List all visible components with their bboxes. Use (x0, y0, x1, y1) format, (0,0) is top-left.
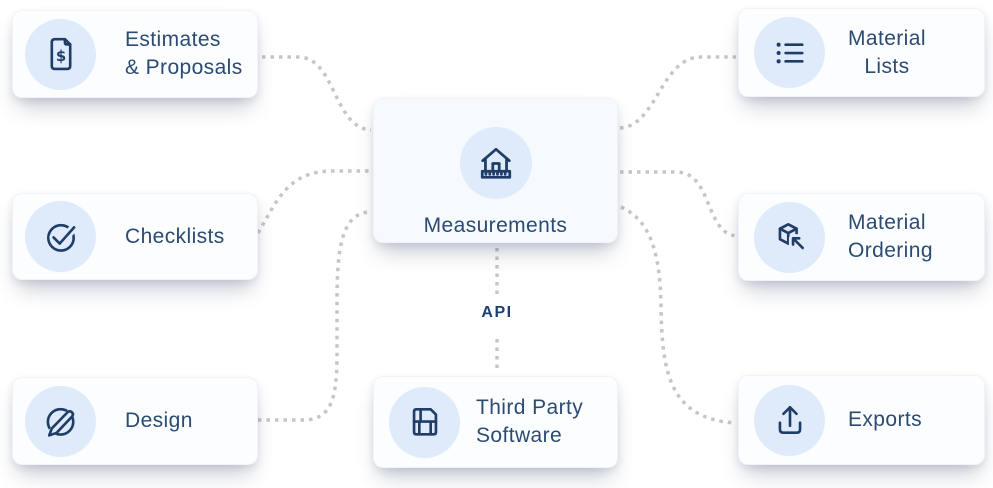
node-label: Measurements (424, 212, 568, 240)
node-label-line: Material (848, 26, 926, 50)
node-label-line: Checklists (125, 224, 225, 248)
connector-measurements-to-material-ordering (620, 170, 737, 238)
document-dollar-icon: $ (25, 18, 96, 90)
node-estimates-proposals: $ Estimates & Proposals (12, 10, 258, 98)
node-label-line: Lists (864, 54, 910, 78)
floppy-disk-icon (389, 386, 460, 458)
node-label-line: Ordering (848, 239, 933, 262)
upload-tray-icon (754, 384, 825, 456)
check-circle-icon (25, 201, 96, 272)
node-label: Third Party Software (476, 394, 583, 449)
connector-design-to-measurements (258, 210, 372, 422)
node-label-line: Measurements (423, 214, 568, 237)
node-label: Exports (848, 406, 922, 434)
node-label-line: Design (125, 409, 193, 433)
node-label-line: Software (476, 424, 563, 447)
node-label-line: Third Party (476, 396, 584, 420)
connector-measurements-to-material-lists (619, 55, 736, 130)
node-label: Material Lists (848, 25, 926, 80)
connector-estimates-to-measurements (262, 55, 372, 132)
node-measurements: Measurements (373, 98, 618, 243)
node-label-line: & Proposals (125, 56, 243, 79)
node-design: Design (12, 377, 258, 465)
node-label: Estimates & Proposals (125, 26, 243, 81)
node-material-ordering: Material Ordering (738, 193, 985, 281)
node-exports: Exports (738, 375, 985, 465)
node-checklists: Checklists (12, 193, 258, 280)
cube-arrow-icon (754, 201, 825, 273)
node-third-party-software: Third Party Software (373, 376, 618, 468)
node-label: Checklists (125, 223, 225, 251)
connector-checklists-to-measurements (256, 169, 371, 234)
api-connector-label: API (481, 304, 513, 321)
connector-measurements-to-exports (620, 205, 737, 425)
node-label-line: Material (848, 211, 926, 235)
node-label-line: Exports (848, 408, 922, 432)
svg-text:$: $ (55, 47, 65, 65)
node-material-lists: Material Lists (738, 8, 985, 97)
house-ruler-icon (459, 127, 532, 199)
node-label-line: Estimates (125, 28, 221, 52)
node-label: Design (125, 407, 193, 435)
palette-pen-icon (25, 385, 96, 457)
bulleted-list-icon (754, 17, 825, 88)
node-label: Material Ordering (848, 209, 933, 264)
